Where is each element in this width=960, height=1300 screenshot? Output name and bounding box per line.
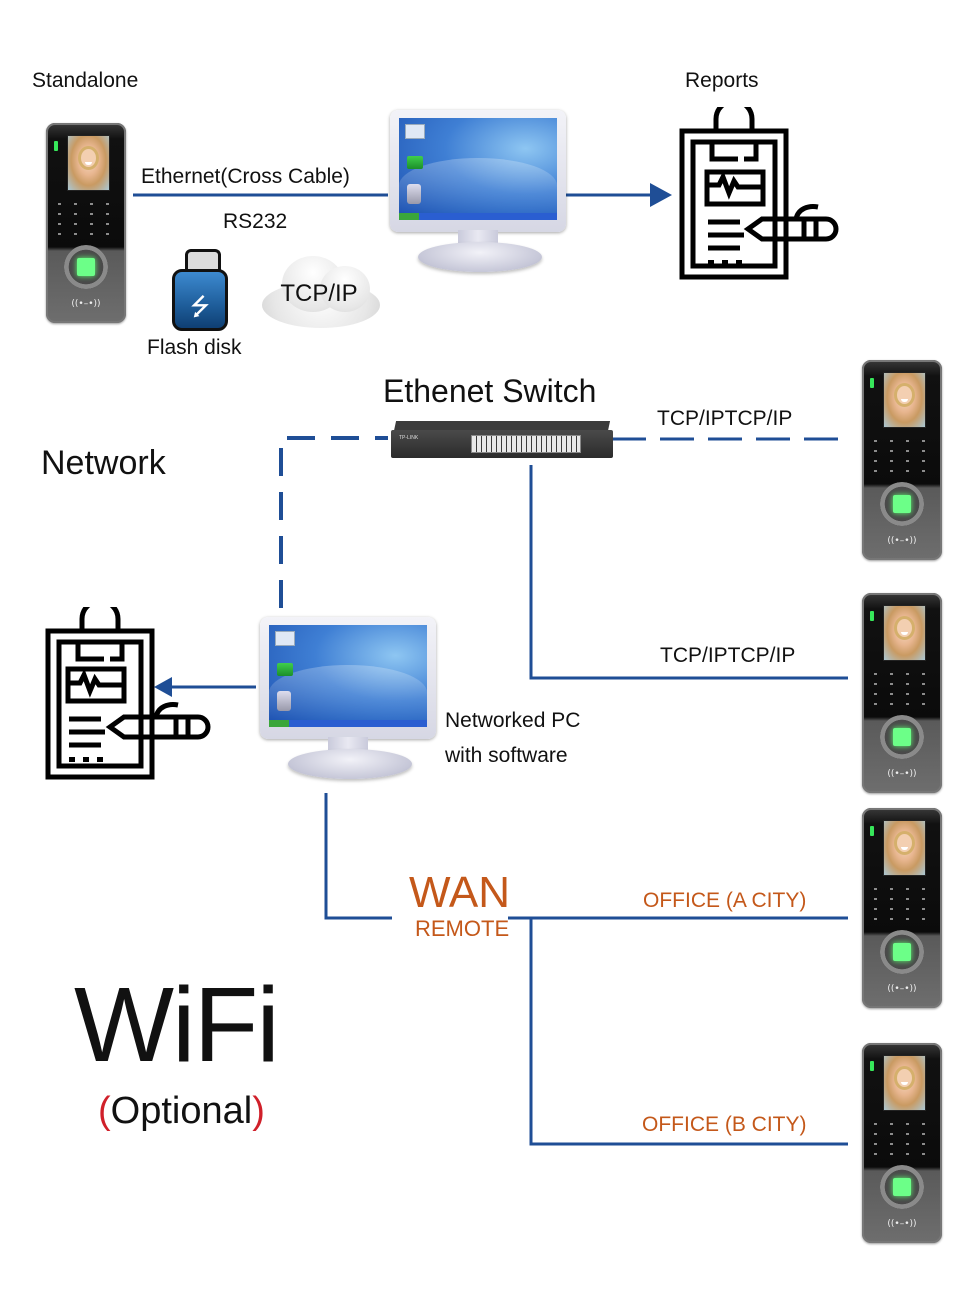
wifi-title: WiFi [74, 966, 280, 1084]
face-mouth [901, 399, 908, 402]
terminal-screen [883, 1055, 926, 1111]
keypad [870, 888, 934, 928]
keypad [870, 1123, 934, 1163]
pc-to-switch-dashed-line [279, 436, 388, 608]
drive-icon [407, 156, 423, 169]
networked-pc-label-line2: with software [445, 744, 568, 767]
status-led [870, 1061, 874, 1071]
standalone-pc-monitor [390, 110, 570, 280]
tcpip-cloud-label: TCP/IP [280, 280, 358, 307]
fingerprint-sensor-icon [893, 728, 911, 746]
face-image [897, 386, 912, 404]
reports-arrow-head [650, 183, 672, 207]
monitor-screen [399, 118, 557, 220]
office-a-label: OFFICE (A CITY) [643, 889, 807, 912]
wan-to-office-b-line [529, 918, 848, 1146]
network-title: Network [41, 444, 166, 482]
standalone-terminal: ((•–•)) [46, 123, 126, 323]
fingerprint-sensor-icon [893, 1178, 911, 1196]
networked-pc-label-line1: Networked PC [445, 709, 581, 732]
rs232-label: RS232 [223, 210, 288, 233]
computer-icon [275, 631, 295, 646]
wallpaper-wave [269, 665, 427, 720]
switch-ports [471, 435, 581, 453]
face-image [897, 1069, 912, 1087]
office-b-label: OFFICE (B CITY) [642, 1113, 807, 1136]
monitor-base [418, 242, 542, 272]
status-led [870, 378, 874, 388]
pc-to-report-arrow-head [154, 677, 172, 697]
paren-open: ( [98, 1090, 111, 1132]
face-image [81, 149, 96, 167]
office-b-terminal: ((•–•)) [862, 1043, 942, 1243]
status-led [54, 141, 58, 151]
optional-text: Optional [110, 1090, 253, 1132]
wallpaper-wave [399, 158, 557, 213]
flash-disk-label: Flash disk [147, 336, 242, 359]
nfc-icon: ((•–•)) [887, 769, 917, 779]
network-terminal-1: ((•–•)) [862, 360, 942, 560]
switch-to-terminal2-line [529, 465, 848, 680]
wan-remote-label: REMOTE [415, 916, 510, 941]
face-mouth [85, 162, 92, 165]
keypad [870, 673, 934, 713]
office-a-terminal: ((•–•)) [862, 808, 942, 1008]
monitor-base [288, 749, 412, 779]
network-reports-clipboard-icon [45, 607, 211, 780]
monitor-bezel [390, 110, 566, 232]
ethernet-switch-label: Ethenet Switch [383, 373, 597, 409]
face-image [897, 619, 912, 637]
reports-clipboard-icon [679, 107, 839, 280]
face-mouth [901, 632, 908, 635]
fingerprint-sensor-icon [893, 943, 911, 961]
start-button [269, 720, 289, 727]
bin-icon [407, 184, 421, 204]
status-led [870, 611, 874, 621]
terminal-screen [883, 820, 926, 876]
monitor-bezel [260, 617, 436, 739]
bin-icon [277, 691, 291, 711]
standalone-title: Standalone [32, 69, 139, 92]
fingerprint-sensor-icon [893, 495, 911, 513]
paren-close: ) [252, 1090, 265, 1132]
network-terminal-2: ((•–•)) [862, 593, 942, 793]
pc-to-wan-line [324, 793, 392, 920]
terminal2-link-label: TCP/IPTCP/IP [660, 644, 796, 667]
face-mouth [901, 1082, 908, 1085]
usb-symbol-icon: ⭍ [190, 293, 210, 321]
terminal1-link-label: TCP/IPTCP/IP [657, 407, 793, 430]
wan-title: WAN [409, 868, 511, 917]
wifi-optional-label: (Optional) [98, 1090, 265, 1133]
networked-pc-monitor [260, 617, 440, 787]
face-image [897, 834, 912, 852]
taskbar [269, 720, 427, 727]
ethernet-switch-icon: TP-LINK [391, 421, 613, 461]
nfc-icon: ((•–•)) [71, 299, 101, 309]
keypad [870, 440, 934, 480]
face-mouth [901, 847, 908, 850]
drive-icon [277, 663, 293, 676]
computer-icon [405, 124, 425, 139]
terminal-screen [883, 372, 926, 428]
monitor-screen [269, 625, 427, 727]
terminal-screen [883, 605, 926, 661]
usb-body: ⭍ [172, 269, 228, 331]
taskbar [399, 213, 557, 220]
switch-brand: TP-LINK [399, 435, 419, 441]
status-led [870, 826, 874, 836]
ethernet-cable-label: Ethernet(Cross Cable) [141, 165, 350, 188]
start-button [399, 213, 419, 220]
keypad [54, 203, 118, 243]
flash-disk-icon: ⭍ [172, 249, 228, 331]
cloud-part [320, 266, 370, 312]
nfc-icon: ((•–•)) [887, 1219, 917, 1229]
tcpip-cloud-icon: TCP/IP [254, 252, 384, 332]
nfc-icon: ((•–•)) [887, 536, 917, 546]
reports-title: Reports [685, 69, 759, 92]
terminal-screen [67, 135, 110, 191]
fingerprint-sensor-icon [77, 258, 95, 276]
nfc-icon: ((•–•)) [887, 984, 917, 994]
